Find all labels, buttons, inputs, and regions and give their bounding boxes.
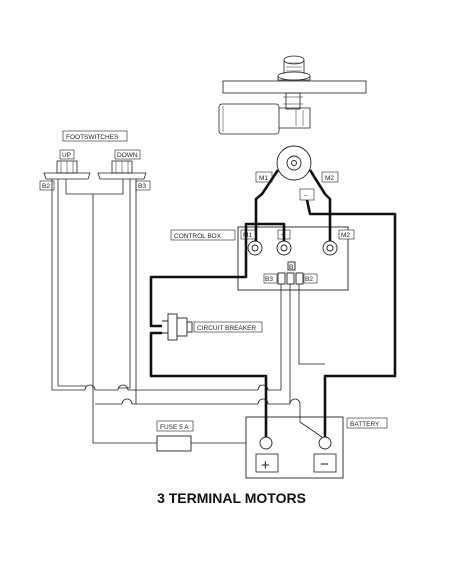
control-box-b2-label: B2 (303, 273, 318, 284)
control-box-label: CONTROL BOX (170, 229, 236, 241)
control-box-m1-label: M1 (240, 229, 257, 240)
footswitch-down-label: DOWN (114, 149, 141, 160)
svg-text:M2: M2 (341, 232, 350, 239)
circuit-breaker-label: CIRCUIT BREAKER (193, 321, 263, 333)
fuse-label: FUSE 5 A (156, 420, 194, 432)
heavy-cables (149, 169, 397, 437)
svg-text:DOWN: DOWN (117, 152, 138, 159)
footswitch-b3-label: B3 (135, 180, 151, 191)
motor-label-m2: M2 (321, 171, 339, 183)
svg-text:B2: B2 (42, 183, 50, 190)
svg-text:CIRCUIT BREAKER: CIRCUIT BREAKER (197, 325, 256, 332)
svg-text:B2: B2 (305, 276, 313, 283)
svg-text:B3: B3 (138, 183, 146, 190)
svg-text:M1: M1 (259, 175, 268, 182)
footswitch-b2-label: B2 (39, 180, 55, 191)
svg-text:FUSE 5 A: FUSE 5 A (160, 424, 189, 431)
fuse (156, 435, 192, 452)
control-wires (257, 284, 325, 438)
svg-text:M1: M1 (243, 232, 252, 239)
control-box-b3-label: B3 (263, 273, 278, 284)
footswitch-wires (51, 179, 258, 444)
battery-label: BATTERY (346, 417, 388, 429)
battery (245, 416, 344, 479)
svg-text:M2: M2 (325, 175, 334, 182)
svg-text:FOOTSWITCHES: FOOTSWITCHES (66, 134, 119, 141)
motor-label-minus: − (299, 188, 315, 201)
footswitch-up-label: UP (59, 149, 75, 160)
svg-text:UP: UP (62, 152, 71, 159)
svg-text:B: B (289, 264, 293, 271)
footswitch-down (97, 160, 147, 180)
battery-minus-sign: − (320, 456, 329, 473)
control-box-b-label: B (289, 264, 293, 271)
svg-text:BATTERY: BATTERY (350, 421, 380, 428)
diagram-caption: 3 TERMINAL MOTORS (157, 490, 306, 506)
battery-plus-sign: + (261, 457, 270, 474)
svg-text:B3: B3 (265, 276, 273, 283)
circuit-breaker (162, 313, 193, 341)
control-box-m2-label: M2 (338, 229, 355, 240)
svg-text:CONTROL BOX: CONTROL BOX (174, 233, 222, 240)
windlass-assembly (218, 55, 367, 135)
footswitch-up (43, 160, 91, 180)
motor-terminal-symbol (276, 145, 312, 181)
svg-text:−: − (304, 193, 308, 200)
control-box-terminals (247, 240, 338, 285)
footswitches-label: FOOTSWITCHES (62, 130, 128, 142)
